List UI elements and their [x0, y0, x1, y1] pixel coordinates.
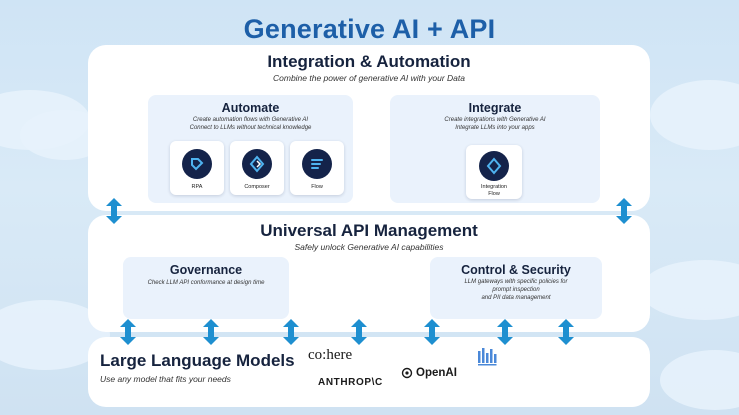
llm-layer: Large Language Models Use any model that…: [88, 337, 650, 407]
composer-tile[interactable]: Composer: [230, 141, 284, 195]
integrate-desc-line2: Integrate LLMs into your apps: [455, 125, 535, 131]
diagram-title: Generative AI + API: [243, 14, 496, 44]
anthropic-logo: ANTHROP\C: [318, 377, 383, 388]
integration-automation-layer: Integration & Automation Combine the pow…: [88, 45, 650, 211]
control-security-card: Control & Security LLM gateways with spe…: [430, 257, 602, 319]
llm-layer-subtitle: Use any model that fits your needs: [100, 374, 231, 384]
integration-flow-tile[interactable]: Integration Flow: [466, 145, 522, 199]
api-layer-subtitle: Safely unlock Generative AI capabilities: [294, 242, 444, 252]
cloud-decoration: [650, 80, 739, 150]
double-arrow-icon: [283, 319, 299, 345]
rpa-label: RPA: [191, 184, 203, 190]
cloud-decoration: [660, 350, 739, 410]
composer-icon: [242, 149, 272, 179]
rpa-tile[interactable]: RPA: [170, 141, 224, 195]
composer-label: Composer: [244, 184, 270, 190]
integration-flow-label-line1: Integration: [481, 184, 507, 190]
governance-card: Governance Check LLM API conformance at …: [123, 257, 289, 319]
openai-icon: [401, 367, 413, 379]
double-arrow-icon: [616, 198, 632, 224]
double-arrow-icon: [203, 319, 219, 345]
integration-flow-label-line2: Flow: [488, 191, 500, 197]
flow-icon: [302, 149, 332, 179]
automate-card: Automate Create automation flows with Ge…: [148, 95, 353, 203]
openai-label: OpenAI: [416, 367, 457, 379]
control-desc-line2: prompt inspection: [492, 287, 540, 293]
governance-title: Governance: [169, 263, 243, 277]
automate-desc-line2: Connect to LLMs without technical knowle…: [189, 125, 312, 131]
integrate-title: Integrate: [468, 101, 522, 115]
control-security-title: Control & Security: [461, 263, 571, 277]
double-arrow-icon: [351, 319, 367, 345]
automate-title: Automate: [221, 101, 280, 115]
llm-bar-logo-icon: [476, 345, 498, 372]
integration-layer-title: Integration & Automation: [267, 52, 471, 71]
integrate-desc-line1: Create integrations with Generative AI: [444, 117, 546, 123]
api-layer-title: Universal API Management: [260, 221, 478, 240]
double-arrow-icon: [106, 198, 122, 224]
control-desc-line3: and PII data management: [481, 295, 551, 301]
flow-label: Flow: [311, 184, 323, 190]
double-arrow-icon: [120, 319, 136, 345]
double-arrow-icon: [497, 319, 513, 345]
governance-desc: Check LLM API conformance at design time: [147, 280, 265, 286]
integrate-card: Integrate Create integrations with Gener…: [390, 95, 600, 203]
automate-desc-line1: Create automation flows with Generative …: [192, 117, 309, 123]
llm-layer-title: Large Language Models: [100, 351, 295, 370]
cloud-decoration: [640, 260, 739, 320]
flow-tile[interactable]: Flow: [290, 141, 344, 195]
integration-flow-icon: [479, 151, 509, 181]
api-management-layer: Universal API Management Safely unlock G…: [88, 215, 650, 332]
double-arrow-icon: [558, 319, 574, 345]
rpa-icon: [182, 149, 212, 179]
cohere-logo: co:here: [308, 347, 353, 363]
double-arrow-icon: [424, 319, 440, 345]
control-desc-line1: LLM gateways with specific policies for: [464, 279, 568, 285]
integration-layer-subtitle: Combine the power of generative AI with …: [273, 73, 465, 83]
openai-logo: OpenAI: [401, 367, 457, 379]
